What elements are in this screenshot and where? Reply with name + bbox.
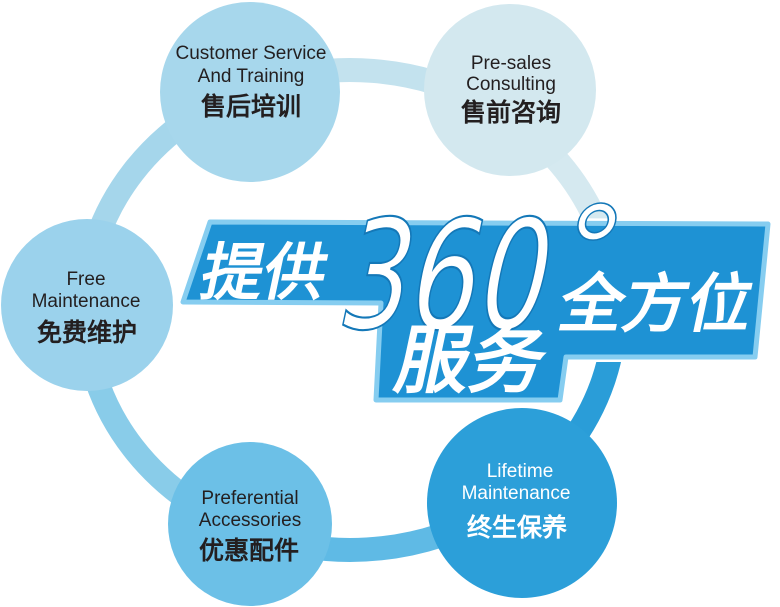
node-label-zh: 终生保养	[467, 513, 567, 542]
node-preferential-accessories: Preferential Accessories 优惠配件	[168, 442, 332, 606]
node-customer-service-training: Customer Service And Training 售后培训	[160, 2, 340, 182]
node-label-en-line1: Pre-sales	[471, 53, 551, 74]
node-label-zh: 售后培训	[201, 92, 301, 121]
node-circle	[160, 2, 340, 182]
node-label-zh: 优惠配件	[199, 536, 299, 565]
banner-text-service: 服务	[388, 318, 554, 404]
node-label-en-line1: Free	[66, 269, 105, 290]
node-label-en-line1: Preferential	[201, 488, 298, 509]
node-pre-sales-consulting: Pre-sales Consulting 售前咨询	[424, 4, 596, 176]
central-banner: 提供 360 ° 全方位 服务	[178, 180, 773, 405]
node-lifetime-maintenance: Lifetime Maintenance 终生保养	[427, 408, 617, 598]
node-label-en-line2: Maintenance	[32, 291, 141, 312]
node-circle	[168, 442, 332, 606]
node-circle	[427, 408, 617, 598]
banner-text-360: 360	[326, 189, 569, 365]
node-label-en-line2: Consulting	[466, 74, 556, 95]
banner-shape	[180, 219, 771, 403]
node-circle	[1, 219, 173, 391]
node-label-en-line2: Accessories	[199, 510, 301, 531]
node-free-maintenance: Free Maintenance 免费维护	[1, 219, 173, 391]
node-label-en-line1: Customer Service	[176, 43, 327, 64]
node-label-en-line2: And Training	[198, 66, 305, 87]
banner-text-all-round: 全方位	[552, 268, 761, 342]
node-label-zh: 免费维护	[37, 318, 137, 347]
banner-text-provide: 提供	[195, 237, 334, 309]
node-label-zh: 售前咨询	[461, 98, 561, 127]
node-label-en-line1: Lifetime	[487, 461, 554, 482]
node-label-en-line2: Maintenance	[462, 483, 571, 504]
node-circle	[424, 4, 596, 176]
